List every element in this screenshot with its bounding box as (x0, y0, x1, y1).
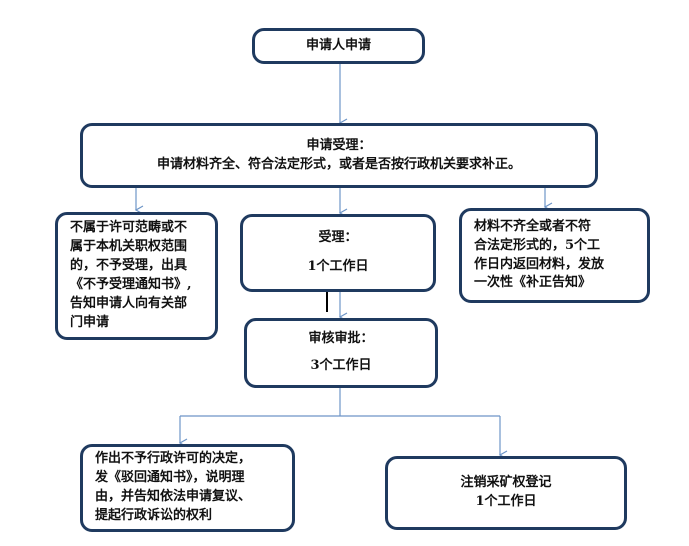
node-review: 审核审批： 3个工作日 (244, 318, 438, 388)
node-apply-line-1: 申请人申请 (305, 37, 371, 53)
node-accepted-line-1: 受理： (318, 230, 358, 246)
node-accepted-line-2: 1个工作日 (307, 259, 369, 274)
node-deny: 作出不予行政许可的决定， 发《驳回通知书》，说明理 由，并告知依法申请复议、 提… (80, 444, 295, 532)
node-accept-line-1: 申请受理： (306, 137, 372, 153)
node-incomplete-line-3: 作日内返回材料，发放 (474, 256, 605, 272)
node-cancel: 注销采矿权登记 1个工作日 (385, 456, 627, 530)
node-reject-line-6: 门申请 (70, 314, 110, 330)
node-accepted: 受理： 1个工作日 (240, 214, 436, 292)
node-cancel-line-1: 注销采矿权登记 (460, 475, 552, 491)
node-review-line-1: 审核审批： (308, 331, 374, 347)
node-apply: 申请人申请 (252, 28, 425, 64)
node-incomplete-line-2: 合法定形式的，5个工 (474, 237, 601, 253)
node-reject-line-1: 不属于许可范畴或不 (70, 220, 188, 236)
node-incomplete: 材料不齐全或者不符 合法定形式的，5个工 作日内返回材料，发放 一次性《补正告知… (459, 208, 650, 303)
node-deny-line-2: 发《驳回通知书》，说明理 (95, 470, 245, 486)
node-reject-line-4: 《不予受理通知书》, (70, 277, 192, 292)
node-reject-line-3: 的，不予受理，出具 (70, 258, 188, 274)
node-reject-line-5: 告知申请人向有关部 (70, 295, 188, 311)
node-incomplete-line-4: 一次性《补正告知》 (474, 275, 592, 291)
node-reject-scope: 不属于许可范畴或不 属于本机关职权范围 的，不予受理，出具 《不予受理通知书》,… (55, 212, 218, 340)
node-review-line-2: 3个工作日 (310, 358, 372, 373)
node-cancel-line-2: 1个工作日 (475, 494, 537, 509)
node-accept: 申请受理： 申请材料齐全、符合法定形式，或者是否按行政机关要求补正。 (80, 123, 598, 188)
node-reject-line-2: 属于本机关职权范围 (70, 239, 188, 255)
node-accept-line-2: 申请材料齐全、符合法定形式，或者是否按行政机关要求补正。 (156, 156, 521, 172)
node-deny-line-3: 由，并告知依法申请复议、 (95, 489, 252, 504)
node-incomplete-line-1: 材料不齐全或者不符 (474, 218, 592, 234)
node-deny-line-4: 提起行政诉讼的权利 (95, 507, 213, 523)
node-deny-line-1: 作出不予行政许可的决定， (95, 451, 252, 467)
